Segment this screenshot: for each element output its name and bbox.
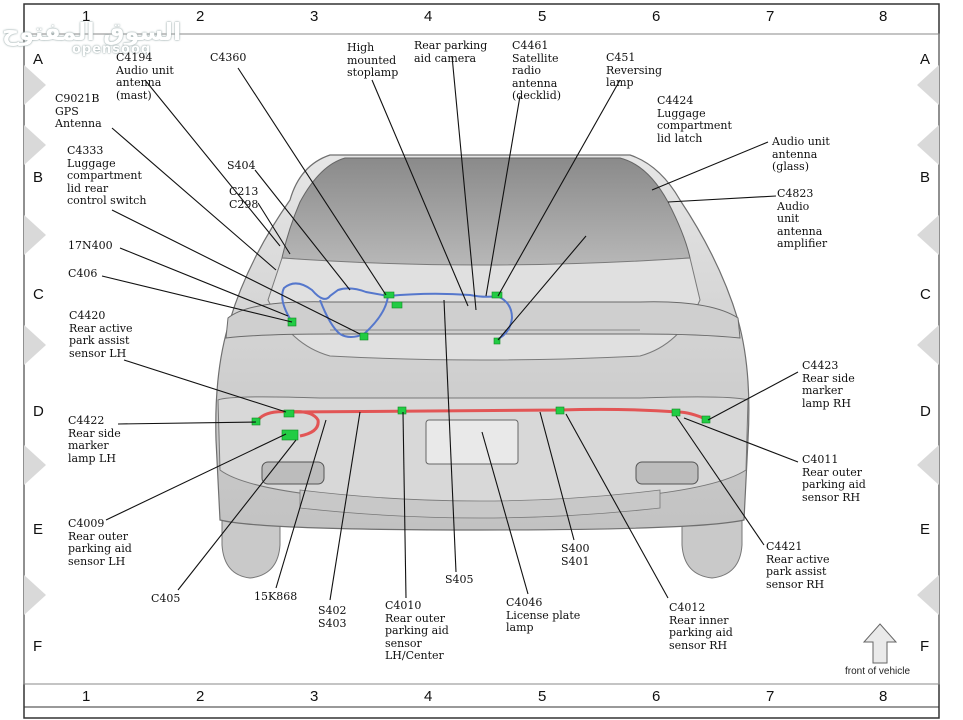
label-c4424: C4424 Luggage compartment lid latch [657, 94, 732, 145]
label-c4360: C4360 [210, 51, 247, 64]
grid-col-7-bottom: 7 [766, 688, 775, 705]
label-s402-s403: S402 S403 [318, 604, 347, 630]
grid-col-6-bottom: 6 [652, 688, 661, 705]
label-c4194: C4194 Audio unit antenna (mast) [116, 51, 174, 102]
grid-row-b-left: B [33, 169, 44, 186]
grid-col-8-top: 8 [879, 8, 888, 25]
label-audio-antenna-glass: Audio unit antenna (glass) [772, 135, 830, 173]
label-s404: S404 [227, 159, 256, 172]
label-s405: S405 [445, 573, 474, 586]
grid-col-1-bottom: 1 [82, 688, 91, 705]
rear-window [281, 157, 691, 267]
label-c4011: C4011 Rear outer parking aid sensor RH [802, 453, 866, 504]
label-c4422: C4422 Rear side marker lamp LH [68, 414, 121, 465]
frame-markers [24, 65, 939, 615]
label-17n400: 17N400 [68, 239, 113, 252]
label-c4423: C4423 Rear side marker lamp RH [802, 359, 855, 410]
grid-col-5-bottom: 5 [538, 688, 547, 705]
grid-col-4-top: 4 [424, 8, 433, 25]
label-c4420: C4420 Rear active park assist sensor LH [69, 309, 133, 360]
watermark-latin: opensooq [72, 42, 152, 57]
grid-col-3-bottom: 3 [310, 688, 319, 705]
grid-row-c-left: C [33, 286, 44, 303]
grid-row-e-left: E [33, 521, 44, 538]
label-c4333: C4333 Luggage compartment lid rear contr… [67, 144, 147, 207]
label-c4461: C4461 Satellite radio antenna (decklid) [512, 39, 562, 102]
grid-col-6-top: 6 [652, 8, 661, 25]
label-rear-camera: Rear parking aid camera [414, 39, 488, 65]
rear-diffuser [299, 489, 661, 519]
grid-row-a-left: A [33, 51, 44, 68]
watermark-logo: السوق المفتوح opensooq [2, 18, 181, 57]
label-15k868: 15K868 [254, 590, 298, 603]
label-c4012: C4012 Rear inner parking aid sensor RH [669, 601, 733, 652]
grid-row-d-left: D [33, 403, 44, 420]
label-s400-s401: S400 S401 [561, 542, 590, 568]
grid-row-f-left: F [33, 638, 43, 655]
label-c4421: C4421 Rear active park assist sensor RH [766, 540, 830, 591]
label-c4046: C4046 License plate lamp [506, 596, 581, 634]
grid-col-7-top: 7 [766, 8, 775, 25]
label-c451: C451 Reversing lamp [606, 51, 663, 89]
grid-row-a-right: A [920, 51, 931, 68]
right-exhaust [635, 461, 699, 485]
watermark-arabic: السوق المفتوح [2, 18, 182, 46]
front-of-vehicle-label: front of vehicle [845, 666, 911, 677]
license-plate-recess [425, 419, 519, 465]
grid-col-4-bottom: 4 [424, 688, 433, 705]
grid-row-f-right: F [920, 638, 930, 655]
label-c4009: C4009 Rear outer parking aid sensor LH [68, 517, 132, 568]
label-c405: C405 [151, 592, 181, 605]
label-c4823: C4823 Audio unit antenna amplifier [777, 187, 828, 250]
label-c4010: C4010 Rear outer parking aid sensor LH/C… [385, 599, 449, 662]
grid-col-2-bottom: 2 [196, 688, 205, 705]
grid-col-1-top: 1 [82, 8, 91, 25]
label-stoplamp: High mounted stoplamp [347, 41, 399, 79]
front-of-vehicle-arrow [862, 623, 898, 664]
harness-lower [256, 407, 709, 438]
left-exhaust [261, 461, 325, 485]
grid-col-5-top: 5 [538, 8, 547, 25]
taillight-band [225, 301, 741, 339]
grid-col-3-top: 3 [310, 8, 319, 25]
grid-row-c-right: C [920, 286, 931, 303]
grid-col-2-top: 2 [196, 8, 205, 25]
grid-row-b-right: B [920, 169, 931, 186]
grid-row-d-right: D [920, 403, 931, 420]
label-c9021b: C9021B GPS Antenna [55, 92, 102, 130]
label-c213-c298: C213 C298 [229, 185, 259, 211]
grid-col-8-bottom: 8 [879, 688, 888, 705]
label-c406: C406 [68, 267, 98, 280]
leader-lines [101, 55, 799, 601]
grid-row-e-right: E [920, 521, 931, 538]
